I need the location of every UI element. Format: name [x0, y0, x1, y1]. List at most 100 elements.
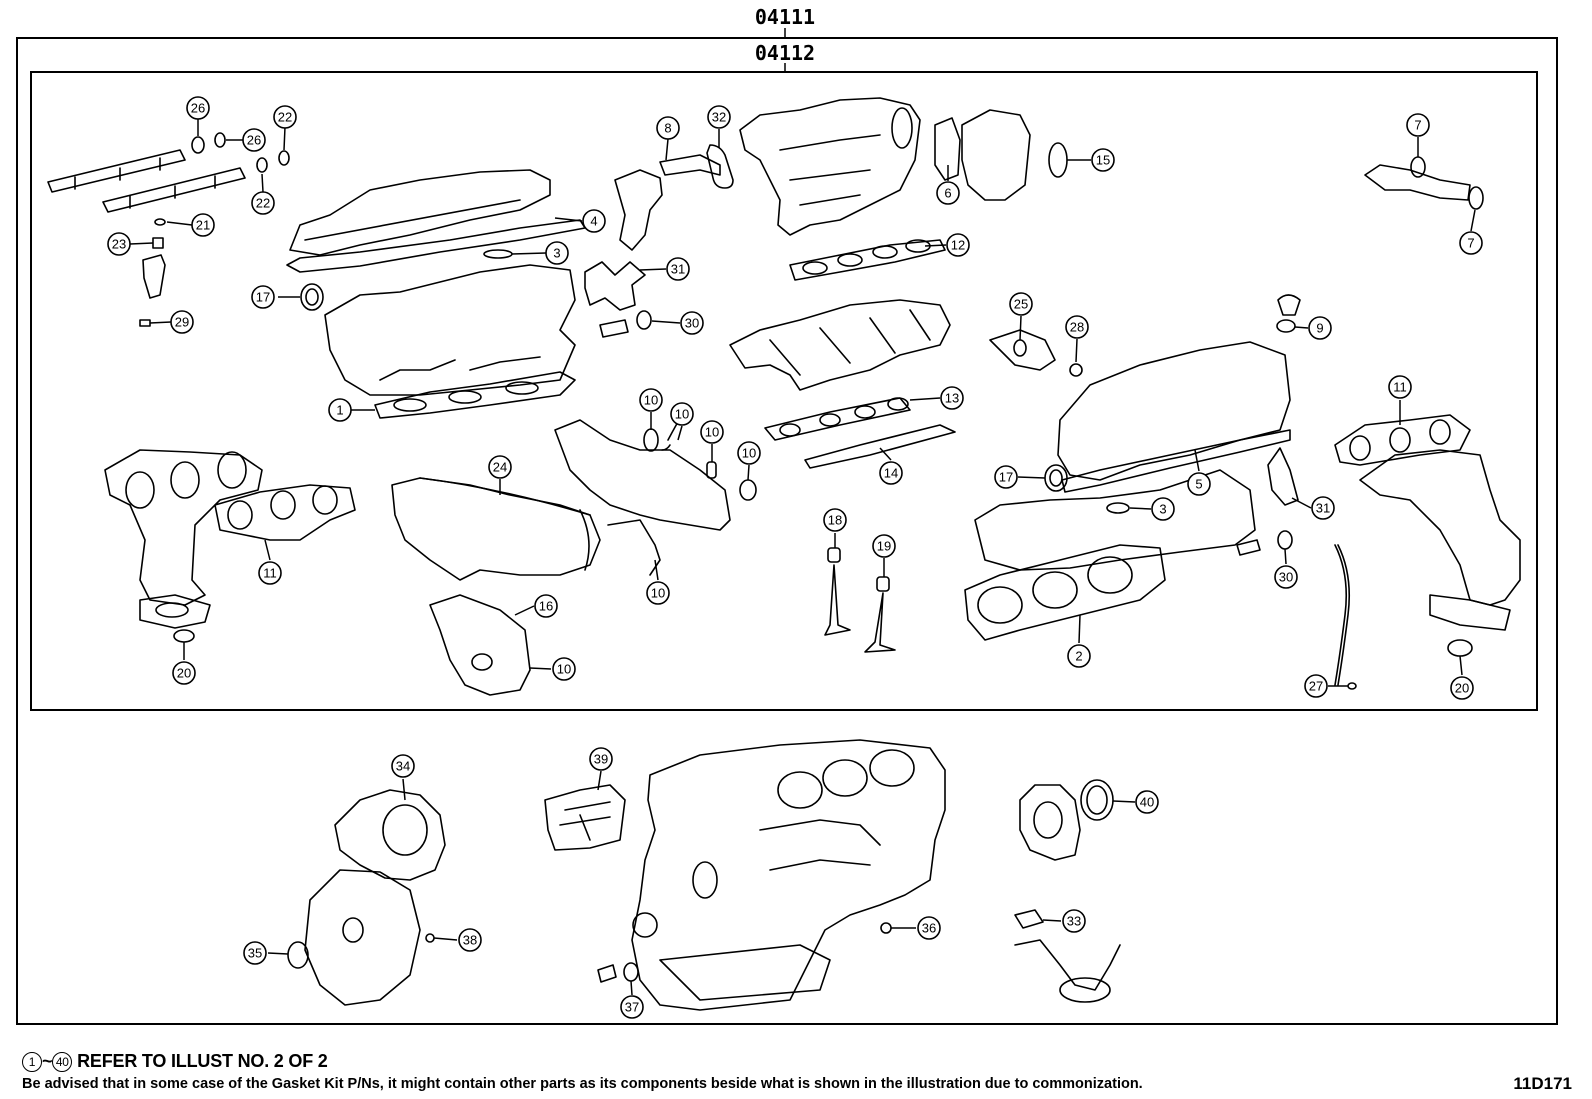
- callout-9[interactable]: 3: [545, 241, 569, 265]
- callout-12[interactable]: 8: [656, 116, 680, 140]
- callout-14[interactable]: 31: [666, 257, 690, 281]
- callout-44[interactable]: 11: [1388, 375, 1412, 399]
- intake-manifold-sketch: [729, 299, 951, 391]
- callout-18[interactable]: 12: [946, 233, 970, 257]
- callout-38[interactable]: 17: [994, 465, 1018, 489]
- callout-circle: [1151, 497, 1175, 521]
- callout-48[interactable]: 35: [243, 941, 267, 965]
- callout-23[interactable]: 9: [1308, 316, 1332, 340]
- callout-1[interactable]: 26: [186, 96, 210, 120]
- exhaust-manifold-lh-sketch: [104, 449, 263, 629]
- callout-number: 7: [1414, 118, 1421, 133]
- callout-6[interactable]: 23: [107, 232, 131, 256]
- callout-number: 18: [828, 513, 842, 528]
- callout-36[interactable]: 18: [823, 508, 847, 532]
- callout-circle: [186, 96, 210, 120]
- callout-39[interactable]: 3: [1151, 497, 1175, 521]
- callout-13[interactable]: 32: [707, 105, 731, 129]
- callout-number: 20: [1455, 681, 1469, 696]
- callout-circle: [1062, 909, 1086, 933]
- callout-circle: [107, 232, 131, 256]
- cylinder-head-gasket-sketch: [964, 544, 1166, 641]
- callout-number: 7: [1467, 236, 1474, 251]
- outer-kit-code[interactable]: 04111: [755, 5, 815, 29]
- callout-45[interactable]: 27: [1304, 674, 1328, 698]
- inner-kit-code[interactable]: 04112: [755, 41, 815, 65]
- callout-number: 10: [742, 446, 756, 461]
- callout-4[interactable]: 22: [251, 191, 275, 215]
- callout-15[interactable]: 30: [680, 311, 704, 335]
- callout-number: 26: [191, 101, 205, 116]
- range-start-marker: 1: [22, 1052, 42, 1073]
- callout-42[interactable]: 31: [1311, 496, 1335, 520]
- callout-32[interactable]: 24: [488, 455, 512, 479]
- callout-circle: [1274, 565, 1298, 589]
- callout-circle: [170, 310, 194, 334]
- callout-54[interactable]: 33: [1062, 909, 1086, 933]
- callout-number: 5: [1195, 477, 1202, 492]
- illustration-id: 11D171: [1513, 1074, 1572, 1093]
- callout-circle: [700, 420, 724, 444]
- range-separator: ~: [42, 1051, 53, 1071]
- callout-29[interactable]: 10: [737, 441, 761, 465]
- callout-28[interactable]: 10: [700, 420, 724, 444]
- callout-circle: [589, 747, 613, 771]
- callout-circle: [823, 508, 847, 532]
- callout-3[interactable]: 22: [273, 105, 297, 129]
- callout-33[interactable]: 16: [534, 594, 558, 618]
- callout-50[interactable]: 39: [589, 747, 613, 771]
- callout-circle: [666, 257, 690, 281]
- callout-number: 30: [1279, 570, 1293, 585]
- callout-49[interactable]: 38: [458, 928, 482, 952]
- callout-2[interactable]: 26: [242, 128, 266, 152]
- callout-number: 40: [1140, 795, 1154, 810]
- callout-30[interactable]: 10: [646, 581, 670, 605]
- callout-7[interactable]: 29: [170, 310, 194, 334]
- callout-27[interactable]: 10: [670, 402, 694, 426]
- callout-number: 35: [248, 946, 262, 961]
- callout-52[interactable]: 36: [917, 916, 941, 940]
- callout-37[interactable]: 19: [872, 534, 896, 558]
- callout-8[interactable]: 4: [582, 209, 606, 233]
- callout-22[interactable]: 28: [1065, 315, 1089, 339]
- callout-43[interactable]: 30: [1274, 565, 1298, 589]
- callout-number: 22: [256, 196, 270, 211]
- callout-21[interactable]: 25: [1009, 292, 1033, 316]
- callout-circle: [737, 441, 761, 465]
- callout-19[interactable]: 7: [1406, 113, 1430, 137]
- callout-25[interactable]: 14: [879, 461, 903, 485]
- callout-circle: [656, 116, 680, 140]
- callout-11[interactable]: 1: [328, 398, 352, 422]
- callout-circle: [1187, 472, 1211, 496]
- callout-41[interactable]: 2: [1067, 644, 1091, 668]
- callout-circle: [1450, 676, 1474, 700]
- callout-circle: [872, 534, 896, 558]
- callout-5[interactable]: 21: [191, 213, 215, 237]
- callout-34[interactable]: 11: [258, 561, 282, 585]
- callout-number: 34: [396, 759, 410, 774]
- callout-number: 4: [590, 214, 597, 229]
- callout-10[interactable]: 17: [251, 285, 275, 309]
- callout-circle: [879, 461, 903, 485]
- callout-24[interactable]: 13: [940, 386, 964, 410]
- callout-31[interactable]: 10: [552, 657, 576, 681]
- callout-26[interactable]: 10: [639, 388, 663, 412]
- callout-51[interactable]: 37: [620, 995, 644, 1019]
- callout-number: 17: [256, 290, 270, 305]
- callout-53[interactable]: 40: [1135, 790, 1159, 814]
- callout-number: 10: [675, 407, 689, 422]
- callout-40[interactable]: 5: [1187, 472, 1211, 496]
- callout-17[interactable]: 15: [1091, 148, 1115, 172]
- callout-35[interactable]: 20: [172, 661, 196, 685]
- callout-circle: [646, 581, 670, 605]
- callout-number: 19: [877, 539, 891, 554]
- callout-46[interactable]: 20: [1450, 676, 1474, 700]
- callout-circle: [1311, 496, 1335, 520]
- callout-circle: [251, 191, 275, 215]
- cylinder-head-cover-rh-sketch: [1057, 341, 1291, 493]
- callout-16[interactable]: 6: [936, 181, 960, 205]
- callout-circle: [1067, 644, 1091, 668]
- callout-47[interactable]: 34: [391, 754, 415, 778]
- callout-20[interactable]: 7: [1459, 231, 1483, 255]
- callout-circle: [620, 995, 644, 1019]
